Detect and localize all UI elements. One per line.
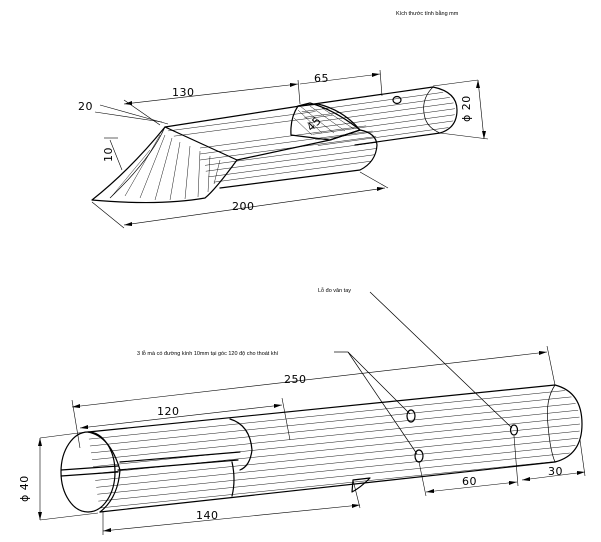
- scoop-tip-hatching: [111, 134, 221, 201]
- vent-hole-lower: [414, 449, 424, 463]
- tube-outline: [299, 86, 458, 146]
- cut-face-hatching: [293, 105, 355, 136]
- end-face-slot: [60, 465, 119, 477]
- bottom-part-tube: 250 120 140 ϕ 40: [18, 287, 586, 535]
- thumb-hole: [509, 424, 519, 436]
- scoop-tip: [91, 126, 238, 204]
- tube-end-edge: [423, 86, 441, 134]
- dim-60: 60: [462, 475, 477, 488]
- annotation-leaders: [334, 291, 513, 455]
- dim-65: 65: [314, 72, 329, 85]
- dim-tip-10: 10: [102, 147, 115, 162]
- slot-groove: [117, 451, 241, 471]
- dim-diameter-20: ϕ 20: [460, 95, 473, 122]
- vent-hole-upper: [406, 409, 416, 423]
- tube-hatching: [300, 89, 455, 150]
- tube-end-cap-edge: [546, 384, 556, 463]
- dim-diameter-40: ϕ 40: [18, 475, 31, 502]
- slot-right-edge: [229, 418, 253, 471]
- tube-outline-bottom: [87, 384, 583, 513]
- trough-inner-edge: [164, 126, 238, 161]
- dim-200: 200: [232, 200, 255, 213]
- top-hole: [392, 95, 402, 105]
- slot-lower-edge: [231, 461, 235, 497]
- trough-rim: [299, 103, 361, 131]
- top-part-scoop: 45 130 65: [78, 69, 489, 229]
- thumb-hole-label: Lỗ đo vân tay: [318, 287, 351, 294]
- dim-140: 140: [196, 509, 219, 522]
- dim-250: 250: [284, 373, 307, 386]
- dim-130: 130: [172, 86, 195, 99]
- dim-tip-20: 20: [78, 100, 93, 113]
- scoop-tip-crease: [109, 126, 166, 199]
- angled-cut-face: [290, 102, 361, 141]
- dim-30: 30: [548, 465, 563, 478]
- units-note: Kích thước tính bằng mm: [396, 10, 459, 17]
- top-dimensions: 130 65 ϕ 20 20 10: [78, 69, 489, 229]
- vent-holes-label: 3 lỗ mà có đường kính 10mm tại góc 120 đ…: [137, 350, 279, 357]
- bottom-dimensions: 250 120 140 ϕ 40: [18, 345, 586, 535]
- underside-tab: [351, 477, 371, 493]
- trough-body: [219, 129, 378, 189]
- dim-120: 120: [157, 405, 180, 418]
- trough-top-edge: [164, 105, 301, 128]
